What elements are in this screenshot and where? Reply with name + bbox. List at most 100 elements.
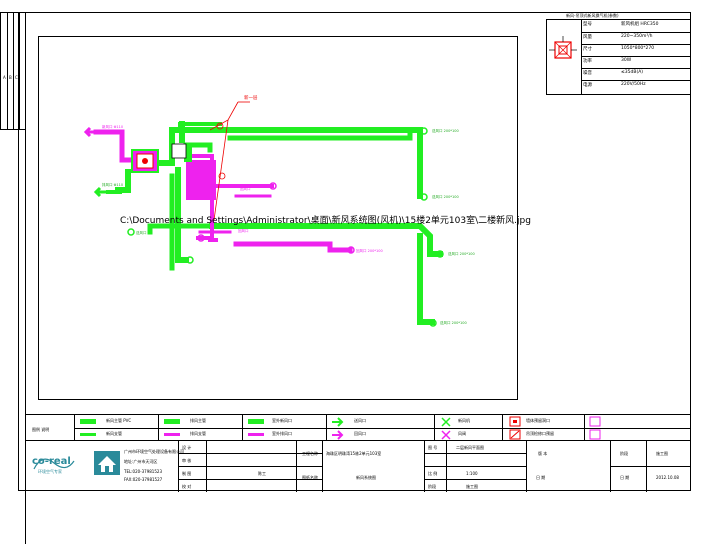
valve-box xyxy=(171,143,187,159)
outlet-label: 回风口 xyxy=(238,229,249,233)
project-name: 海珠区明珠湾15栋2单元103室 xyxy=(326,451,382,456)
return-outlet-legend-icon xyxy=(332,430,344,440)
outlet-label: 送风口 200*100 xyxy=(432,128,459,133)
project-label: 工程名称 xyxy=(302,451,318,456)
unit-symbol-cell xyxy=(547,20,582,94)
sheet-label: 版 本 xyxy=(538,451,548,456)
exhaust-plenum xyxy=(186,160,216,200)
company-fax: FAX:020-37981527 xyxy=(124,477,163,482)
unit-symbol-icon xyxy=(549,36,577,59)
left-revision-strip: A B C xyxy=(0,12,26,130)
valve-box-legend-icon xyxy=(509,429,521,440)
legend-label: 新风主管 PVC xyxy=(106,418,132,423)
drawing-frame xyxy=(38,36,518,400)
drawing-label: 图纸名称 xyxy=(302,475,318,480)
exhaust-duct-legend-icon xyxy=(164,419,180,424)
exhaust-branch-legend-icon xyxy=(164,433,180,436)
legend-strip: 图例 说明 新风主管 PVC 新风支管 排风主管 排风支管 室外新风口 室外排风… xyxy=(26,414,691,441)
return-outlet-icon xyxy=(197,182,355,254)
date-value: 2012.10.08 xyxy=(656,475,679,480)
outlet-label: 送风口 xyxy=(136,230,147,235)
fresh-arrow-legend-icon xyxy=(248,419,264,424)
house-logo-icon xyxy=(94,451,120,475)
outlet-label: 送风口 200*100 xyxy=(440,320,467,325)
unit-row-label: 电源 xyxy=(583,83,592,88)
supply-grille-legend-icon xyxy=(441,417,451,427)
company-phone: TEL:020-37981523 xyxy=(124,469,162,474)
logo-text: co-real xyxy=(32,456,71,467)
return-grille-legend-icon xyxy=(441,430,451,440)
row-label: 制 图 xyxy=(182,471,192,476)
outlet-label: 送风口 200*100 xyxy=(432,194,459,199)
fresh-branch-legend-icon xyxy=(80,433,96,436)
outlet-label: 新风口 Φ110 xyxy=(102,124,123,129)
drawing-sheet-border xyxy=(18,12,691,491)
unit-row-label: 噪音 xyxy=(583,71,592,76)
fresh-air-duct xyxy=(106,121,443,325)
legend-label: 室外新风口 xyxy=(272,418,292,423)
scale-value: 1:100 xyxy=(466,471,478,476)
outlet-label: 回风口 200*100 xyxy=(356,249,383,253)
company-address: 地址:广州市天河区 xyxy=(124,459,158,464)
unit-box-legend-icon xyxy=(509,416,521,427)
drawing-name: 新风系统图 xyxy=(356,475,376,480)
company-name: 广州市环境空气处理设备有限公司 xyxy=(124,449,184,454)
stage-value-right: 施工图 xyxy=(656,451,668,456)
designer-name: 陈工 xyxy=(258,471,266,476)
number-value: 二层新风平面图 xyxy=(456,445,484,450)
stage-label: 阶段 xyxy=(428,484,436,489)
duct-diagram: 新一层 送风口 200*100 送风口 200*100 送风口 200*100 … xyxy=(83,94,475,327)
company-logo-icon xyxy=(30,457,94,471)
unit-row-value: 30W xyxy=(621,58,632,63)
callout-leader xyxy=(209,101,250,221)
unit-row-label: 功率 xyxy=(583,59,592,64)
legend-label: 吊顶检修口预留 xyxy=(526,431,554,436)
number-label: 图 号 xyxy=(428,445,438,450)
unit-row-label: 型号 xyxy=(583,22,592,27)
unit-row-value: 220~350m³/h xyxy=(621,34,653,39)
legend-label: 新风支管 xyxy=(106,431,122,436)
fresh-air-unit-fan-icon xyxy=(142,158,148,164)
logo-subtext: 环境空气专家 xyxy=(38,469,62,474)
outlet-label: 回风口 xyxy=(240,187,251,191)
left-strip-mark: C xyxy=(15,75,18,80)
legend-label: 墙体预留洞口 xyxy=(526,418,550,423)
legend-label: 风阀 xyxy=(458,431,466,436)
supply-outlet-legend-icon xyxy=(332,417,344,427)
stage-value: 施工图 xyxy=(466,484,478,489)
left-strip-mark: B xyxy=(9,75,12,80)
stage-label-right: 阶段 xyxy=(620,451,628,456)
fresh-duct-legend-icon xyxy=(80,419,96,424)
legend-label: 送风口 xyxy=(354,418,366,423)
callout-label: 新一层 xyxy=(244,94,258,101)
unit-row-label: 风量 xyxy=(583,35,592,40)
wall-box-2-legend-icon xyxy=(589,429,601,440)
scale-label: 比 例 xyxy=(428,471,438,476)
unit-row-value: 1050*800*270 xyxy=(621,46,655,51)
supply-outlet-icon xyxy=(127,127,444,327)
exhaust-arrow-legend-icon xyxy=(248,433,264,436)
unit-row-value: 220V/50Hz xyxy=(621,82,646,87)
legend-title: 图例 说明 xyxy=(32,427,50,432)
wall-box-legend-icon xyxy=(589,416,601,427)
unit-row-value: 新风机组 HRC350 xyxy=(621,22,659,27)
row-label: 审 核 xyxy=(182,458,192,463)
legend-label: 室外排风口 xyxy=(272,431,292,436)
fresh-inlet-arrow-icon xyxy=(93,186,108,198)
date-label: 日 期 xyxy=(536,475,546,480)
legend-label: 新风机 xyxy=(458,418,470,423)
outlet-label: 送风口 200*100 xyxy=(448,251,475,256)
title-block: co-real 环境空气专家 广州市环境空气处理设备有限公司 地址:广州市天河区… xyxy=(26,440,691,492)
unit-parameter-table: 型号 新风机组 HRC350 风量 220~350m³/h 尺寸 1050*80… xyxy=(546,19,691,95)
outlet-label: 排风口 Φ110 xyxy=(102,182,123,187)
row-label: 设 计 xyxy=(182,445,192,450)
unit-table-title: 新风-吊顶式新风换气机(参数) xyxy=(566,13,619,18)
date-label-right: 日 期 xyxy=(620,475,630,480)
left-strip-mark: A xyxy=(3,75,6,80)
fresh-plenum xyxy=(184,144,192,162)
unit-row-label: 尺寸 xyxy=(583,47,592,52)
legend-label: 回风口 xyxy=(354,431,366,436)
unit-row-value: ≤35dB(A) xyxy=(621,70,644,75)
exhaust-outlet-arrow-icon xyxy=(83,126,96,138)
left-margin-line xyxy=(0,130,26,544)
